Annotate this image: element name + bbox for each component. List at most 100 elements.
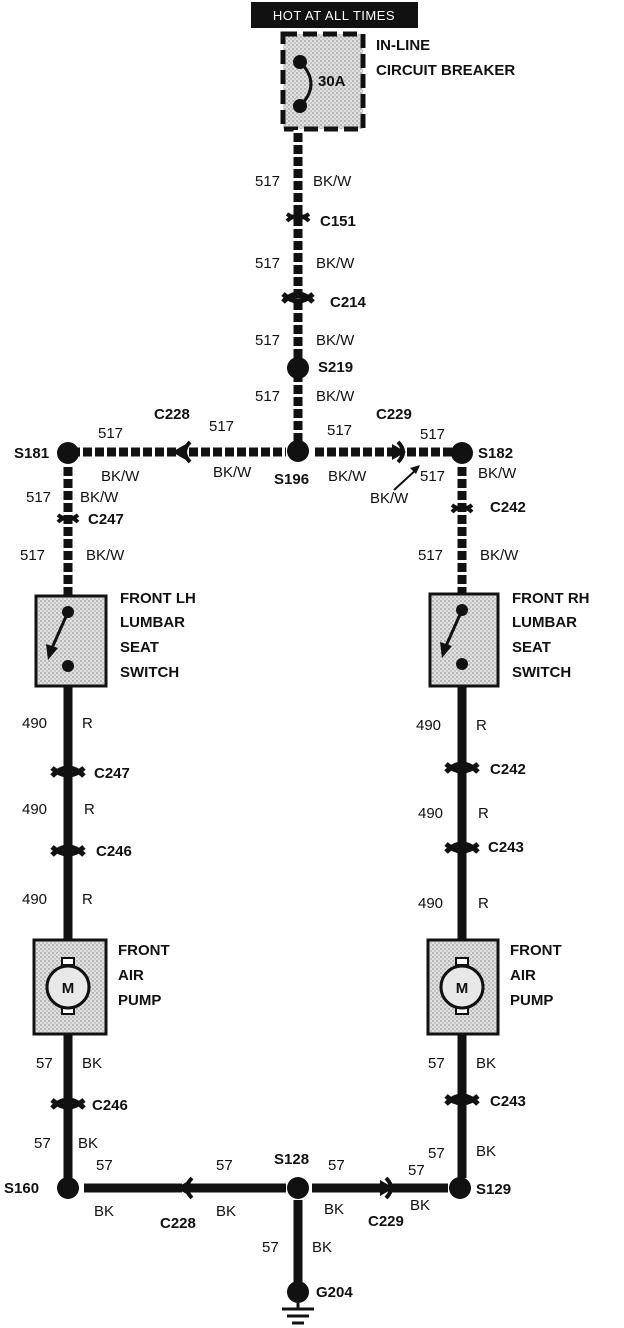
connector-label-c242-lower: C242 bbox=[490, 761, 526, 778]
wire-color-bk-b: BK bbox=[78, 1135, 98, 1152]
wire-label-517-h: 517 bbox=[420, 426, 445, 443]
connector-c247-lower bbox=[50, 765, 86, 778]
splice-label-s160: S160 bbox=[4, 1180, 39, 1197]
wire-color-bkw-d: BK/W bbox=[316, 388, 355, 405]
lh-pump-line3: PUMP bbox=[118, 992, 161, 1009]
wire-color-r-c: R bbox=[82, 891, 93, 908]
connector-c228-bottom bbox=[176, 1176, 194, 1200]
wire-color-bkw-l: BK/W bbox=[480, 547, 519, 564]
splice-s160-dot bbox=[57, 1177, 79, 1199]
wire-color-bk-i: BK bbox=[312, 1239, 332, 1256]
wire-label-57-i: 57 bbox=[262, 1239, 279, 1256]
hot-at-all-times-label: HOT AT ALL TIMES bbox=[273, 8, 395, 23]
connector-label-c228-top: C228 bbox=[154, 406, 190, 423]
wire-label-57-a: 57 bbox=[36, 1055, 53, 1072]
connector-c247-upper bbox=[56, 513, 80, 524]
wire-label-490-a: 490 bbox=[22, 715, 47, 732]
lh-switch-line4: SWITCH bbox=[120, 664, 179, 681]
wire-label-490-d: 490 bbox=[416, 717, 441, 734]
splice-label-s181: S181 bbox=[14, 445, 49, 462]
wire-color-bkw-j: BK/W bbox=[80, 489, 119, 506]
splice-s128-dot bbox=[287, 1177, 309, 1199]
breaker-title-line2: CIRCUIT BREAKER bbox=[376, 62, 515, 79]
connector-label-c242-upper: C242 bbox=[490, 499, 526, 516]
splice-s196-dot bbox=[287, 440, 309, 462]
lh-pump-line1: FRONT bbox=[118, 942, 170, 959]
wire-label-57-c: 57 bbox=[428, 1055, 445, 1072]
wire-color-r-a: R bbox=[82, 715, 93, 732]
wire-label-517-l: 517 bbox=[418, 547, 443, 564]
rh-switch-line4: SWITCH bbox=[512, 664, 571, 681]
wire-color-r-d: R bbox=[476, 717, 487, 734]
wire-label-517-e: 517 bbox=[98, 425, 123, 442]
splice-s219-dot bbox=[287, 357, 309, 379]
rh-switch-line3: SEAT bbox=[512, 639, 551, 656]
wire-label-490-e: 490 bbox=[418, 805, 443, 822]
wire-label-517-g: 517 bbox=[327, 422, 352, 439]
lh-switch-line1: FRONT LH bbox=[120, 590, 196, 607]
connector-label-c246-upper: C246 bbox=[96, 843, 132, 860]
wire-color-bkw-g: BK/W bbox=[328, 468, 367, 485]
wire-label-490-b: 490 bbox=[22, 801, 47, 818]
splice-s181-dot bbox=[57, 442, 79, 464]
splice-label-s219: S219 bbox=[318, 359, 353, 376]
rh-pump-line2: AIR bbox=[510, 967, 536, 984]
connector-c242-lower bbox=[444, 761, 480, 774]
connector-label-c243-lower: C243 bbox=[490, 1093, 526, 1110]
connector-c243-upper bbox=[444, 841, 480, 854]
lh-switch-line3: SEAT bbox=[120, 639, 159, 656]
connector-label-c229-bottom: C229 bbox=[368, 1213, 404, 1230]
wire-label-517-k: 517 bbox=[20, 547, 45, 564]
wire-label-57-f: 57 bbox=[216, 1157, 233, 1174]
wire-label-490-f: 490 bbox=[418, 895, 443, 912]
connector-c228-top bbox=[172, 440, 192, 464]
connector-c214 bbox=[281, 291, 315, 304]
wire-color-bkw-b: BK/W bbox=[316, 255, 355, 272]
connector-c242-upper bbox=[450, 503, 474, 514]
wire-label-490-c: 490 bbox=[22, 891, 47, 908]
connector-label-c229-top: C229 bbox=[376, 406, 412, 423]
wire-color-r-e: R bbox=[478, 805, 489, 822]
connector-c229-bottom bbox=[380, 1176, 394, 1200]
wire-color-r-b: R bbox=[84, 801, 95, 818]
bottom-bus-wire-57 bbox=[84, 1183, 448, 1282]
wire-label-517-d: 517 bbox=[255, 388, 280, 405]
connector-label-c243-upper: C243 bbox=[488, 839, 524, 856]
front-lh-air-pump: M bbox=[32, 938, 108, 1036]
wire-color-bkw-h: BK/W bbox=[478, 465, 517, 482]
ground-label-g204: G204 bbox=[316, 1284, 353, 1301]
wire-color-bk-a: BK bbox=[82, 1055, 102, 1072]
wire-label-517-c: 517 bbox=[255, 332, 280, 349]
connector-label-c247-upper: C247 bbox=[88, 511, 124, 528]
wire-label-57-e: 57 bbox=[96, 1157, 113, 1174]
wire-label-57-h: 57 bbox=[408, 1162, 425, 1179]
wire-color-bkw-e: BK/W bbox=[101, 468, 140, 485]
wire-label-517-j: 517 bbox=[26, 489, 51, 506]
wire-color-bkw-k: BK/W bbox=[86, 547, 125, 564]
connector-label-c246-lower: C246 bbox=[92, 1097, 128, 1114]
wire-label-57-d: 57 bbox=[428, 1145, 445, 1162]
splice-label-s128: S128 bbox=[274, 1151, 309, 1168]
wire-label-517-b: 517 bbox=[255, 255, 280, 272]
wire-label-517-f: 517 bbox=[209, 418, 234, 435]
connector-c229-top bbox=[392, 440, 406, 464]
wire-color-bk-e: BK bbox=[94, 1203, 114, 1220]
splice-label-s129: S129 bbox=[476, 1181, 511, 1198]
wire-color-bkw-a: BK/W bbox=[313, 173, 352, 190]
connector-c246-upper bbox=[50, 844, 86, 857]
connector-c243-lower bbox=[444, 1093, 480, 1106]
wire-label-57-g: 57 bbox=[328, 1157, 345, 1174]
wire-color-bkw-f: BK/W bbox=[213, 464, 252, 481]
wire-color-bk-d: BK bbox=[476, 1143, 496, 1160]
wire-color-r-f: R bbox=[478, 895, 489, 912]
lh-pump-line2: AIR bbox=[118, 967, 144, 984]
rh-switch-line2: LUMBAR bbox=[512, 614, 577, 631]
lh-switch-line2: LUMBAR bbox=[120, 614, 185, 631]
splice-s129-dot bbox=[449, 1177, 471, 1199]
connector-label-c214: C214 bbox=[330, 294, 367, 311]
rh-switch-line1: FRONT RH bbox=[512, 590, 590, 607]
connector-label-c247-lower: C247 bbox=[94, 765, 130, 782]
connector-label-c228-bottom: C228 bbox=[160, 1215, 196, 1232]
wire-color-bk-g: BK bbox=[324, 1201, 344, 1218]
